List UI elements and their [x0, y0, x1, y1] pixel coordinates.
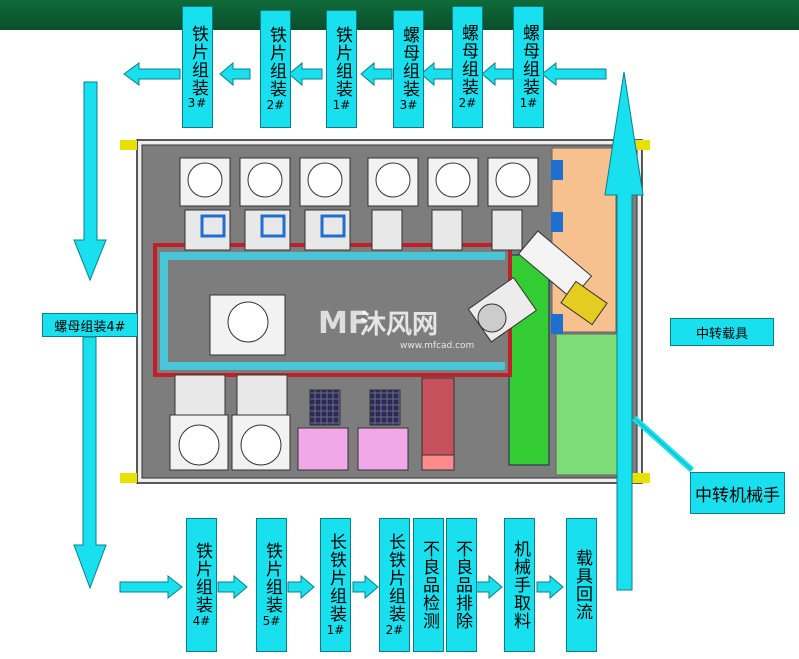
- station-label: 螺母组装: [518, 24, 539, 96]
- station-label: 不良品检测: [419, 540, 439, 630]
- station-num: 1#: [519, 96, 538, 110]
- watermark-text: MF: [318, 306, 368, 341]
- carrier-label: 中转载具: [670, 318, 774, 346]
- station-label: 铁片组装: [261, 542, 282, 614]
- station-left: 螺母组装4#: [42, 313, 138, 337]
- station-label: 机械手取料: [510, 540, 530, 630]
- transfer-robot: [467, 230, 608, 343]
- station-label: 不良品排除: [452, 540, 472, 630]
- station-num: 1#: [332, 98, 351, 112]
- station-num: 3#: [399, 98, 418, 112]
- station-label: 长铁片组装: [325, 533, 346, 623]
- carrier-label-text: 中转载具: [695, 326, 748, 342]
- station-label: 铁片组装: [331, 26, 352, 98]
- station-label: 铁片组装: [265, 26, 286, 98]
- station-label: 铁片组装: [187, 25, 208, 97]
- station-bottom-8: 载具回流: [566, 518, 597, 652]
- station-label: 螺母组装: [398, 26, 419, 98]
- station-num: 4#: [192, 614, 211, 628]
- robot-label-text: 中转机械手: [695, 485, 780, 506]
- station-num: 1#: [326, 623, 345, 637]
- station-label: 载具回流: [572, 549, 592, 621]
- station-bottom-7: 机械手取料: [504, 518, 535, 652]
- station-num: 3#: [187, 96, 208, 110]
- station-label: 长铁片组装: [384, 533, 405, 623]
- station-label: 螺母组装: [457, 24, 478, 96]
- station-left-label: 螺母组装4#: [54, 319, 126, 335]
- station-num: 5#: [262, 614, 281, 628]
- station-bottom-6: 不良品排除: [446, 518, 477, 652]
- station-bottom-5: 不良品检测: [413, 518, 444, 652]
- robot-label: 中转机械手: [690, 472, 785, 514]
- watermark-url: www.mfcad.com: [400, 341, 474, 351]
- carrier-zone-green: [555, 333, 619, 476]
- watermark-cn: 沐风网: [360, 310, 438, 340]
- station-label: 铁片组装: [191, 542, 212, 614]
- station-num: 2#: [458, 96, 477, 110]
- station-num: 2#: [266, 98, 285, 112]
- station-num: 2#: [385, 623, 404, 637]
